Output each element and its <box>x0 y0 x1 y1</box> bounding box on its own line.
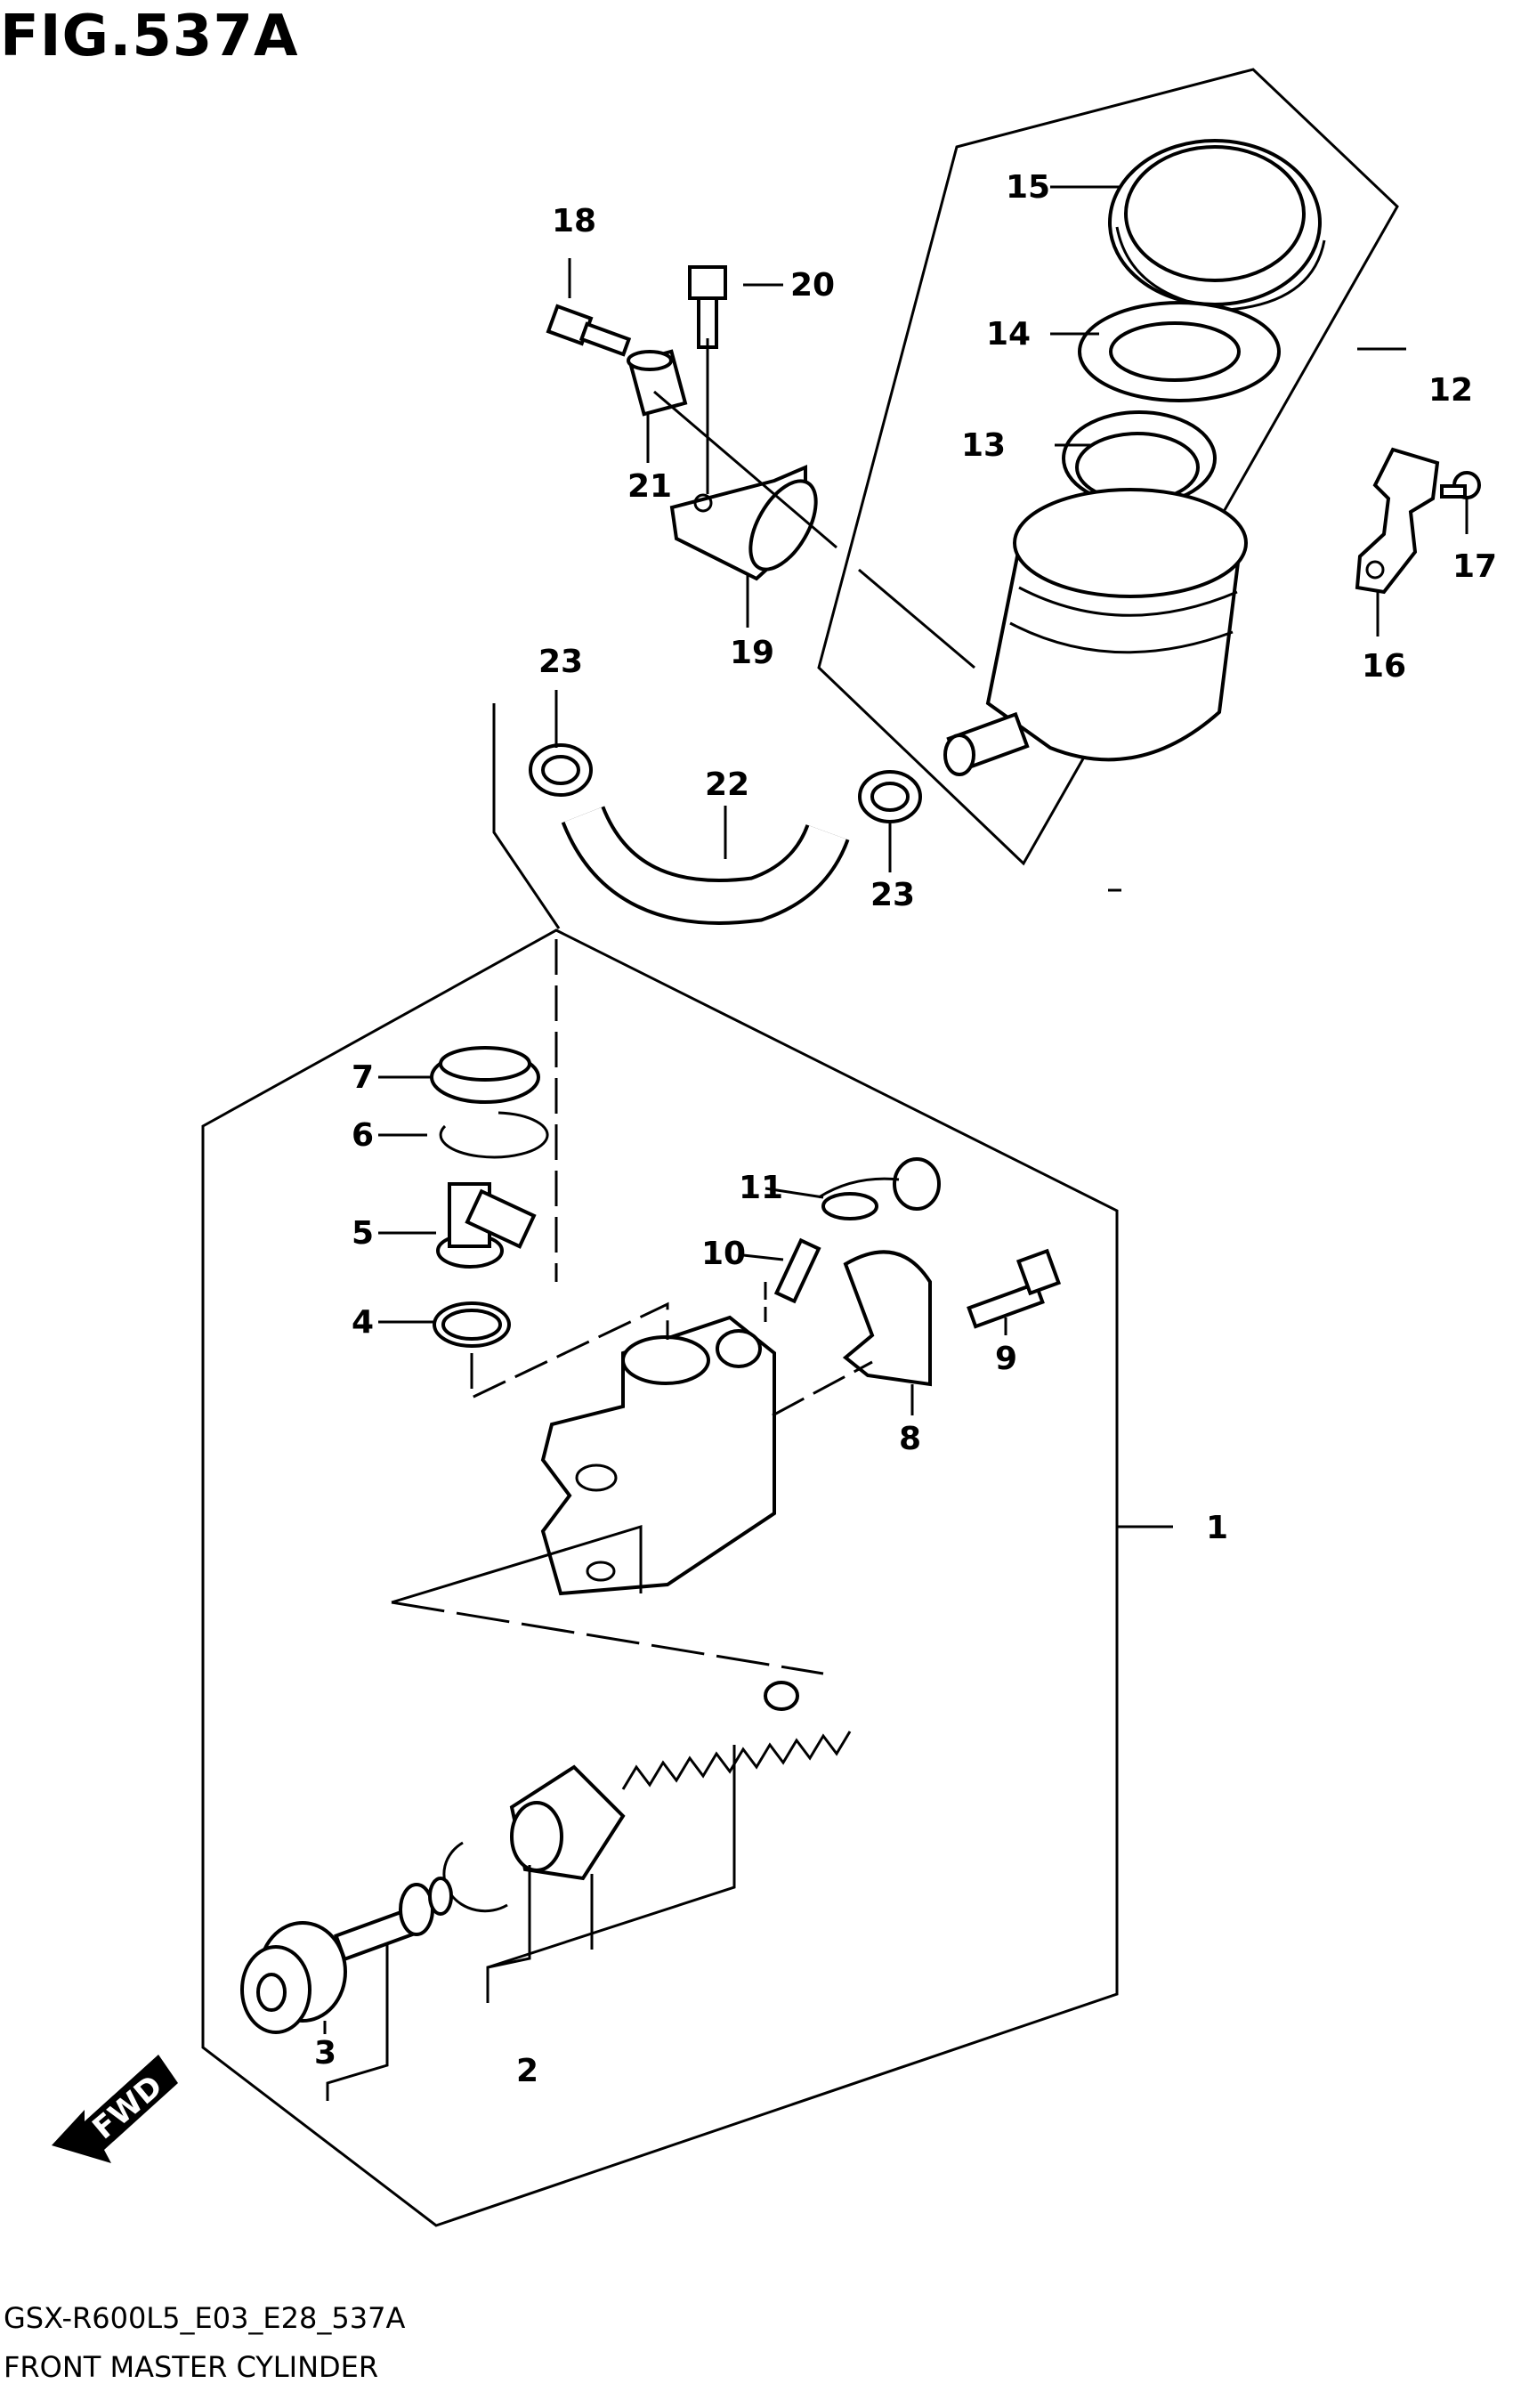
callout-19: 19 <box>730 635 774 671</box>
center-line <box>391 1524 643 1604</box>
callout-14: 14 <box>986 316 1031 353</box>
center-line <box>470 1301 669 1400</box>
callout-20: 20 <box>790 267 835 304</box>
callout-6: 6 <box>352 1117 374 1154</box>
union-bolt <box>546 304 632 357</box>
inlet-connector <box>436 1182 537 1269</box>
holder-bolt <box>967 1248 1062 1329</box>
assembly-line <box>653 390 837 549</box>
fwd-arrow-icon: FWD <box>52 2055 178 2163</box>
circlip <box>439 1111 549 1159</box>
callout-5: 5 <box>352 1215 374 1252</box>
diagram-code: GSX-R600L5_E03_E28_537A <box>4 2301 406 2335</box>
callout-2: 2 <box>516 2053 538 2089</box>
bleeder-cap <box>818 1157 941 1220</box>
reservoir-body <box>943 488 1248 776</box>
callout-11: 11 <box>739 1170 783 1206</box>
boot <box>240 1921 347 2034</box>
callout-8: 8 <box>899 1421 921 1457</box>
callout-1: 1 <box>1206 1510 1228 1546</box>
inlet-cap <box>430 1046 540 1104</box>
piston <box>509 1764 626 1881</box>
callout-22: 22 <box>705 766 749 803</box>
callout-21: 21 <box>627 468 672 505</box>
callout-10: 10 <box>701 1236 746 1272</box>
reservoir-hose <box>564 807 846 921</box>
bleeder-valve <box>773 1237 821 1304</box>
union-bracket <box>669 464 818 581</box>
leader-line <box>487 1745 736 1969</box>
callout-3: 3 <box>314 2035 336 2072</box>
callout-17: 17 <box>1452 548 1497 585</box>
reservoir-cap <box>1108 139 1326 312</box>
hose-group-outline <box>492 703 561 929</box>
leader-line <box>765 1187 824 1199</box>
callout-7: 7 <box>352 1059 374 1096</box>
diaphragm-plate <box>1078 301 1281 402</box>
leader-line <box>486 1865 531 2003</box>
leader-line <box>742 1253 784 1261</box>
hose-clamp <box>529 743 593 797</box>
center-line <box>391 1601 824 1675</box>
push-rod <box>334 1877 453 1962</box>
figure-title: FIG.537A <box>0 4 299 69</box>
bracket-screw <box>1440 471 1481 499</box>
callout-4: 4 <box>352 1304 374 1341</box>
callout-23: 23 <box>538 644 583 680</box>
diagram-name: FRONT MASTER CYLINDER <box>4 2350 379 2384</box>
assembly-line <box>858 568 975 669</box>
hose-clamp <box>858 770 922 823</box>
callout-18: 18 <box>552 203 596 239</box>
piston-spring <box>621 1681 852 1790</box>
leader-line <box>326 1945 389 2101</box>
master-cylinder-body <box>540 1315 776 1596</box>
callout-9: 9 <box>995 1341 1017 1377</box>
center-line <box>772 1360 873 1417</box>
reservoir-bolt <box>688 265 727 349</box>
callout-23: 23 <box>870 877 915 913</box>
piston-circlip <box>442 1841 508 1913</box>
o-ring <box>433 1301 511 1348</box>
callout-15: 15 <box>1006 169 1050 206</box>
reservoir-bracket <box>1355 447 1440 595</box>
callout-16: 16 <box>1362 648 1406 685</box>
callout-13: 13 <box>961 427 1006 464</box>
union-fitting <box>627 349 688 417</box>
callout-12: 12 <box>1428 372 1473 409</box>
master-cylinder-holder <box>842 1250 932 1387</box>
master-cylinder-group-outline <box>201 928 1119 2227</box>
